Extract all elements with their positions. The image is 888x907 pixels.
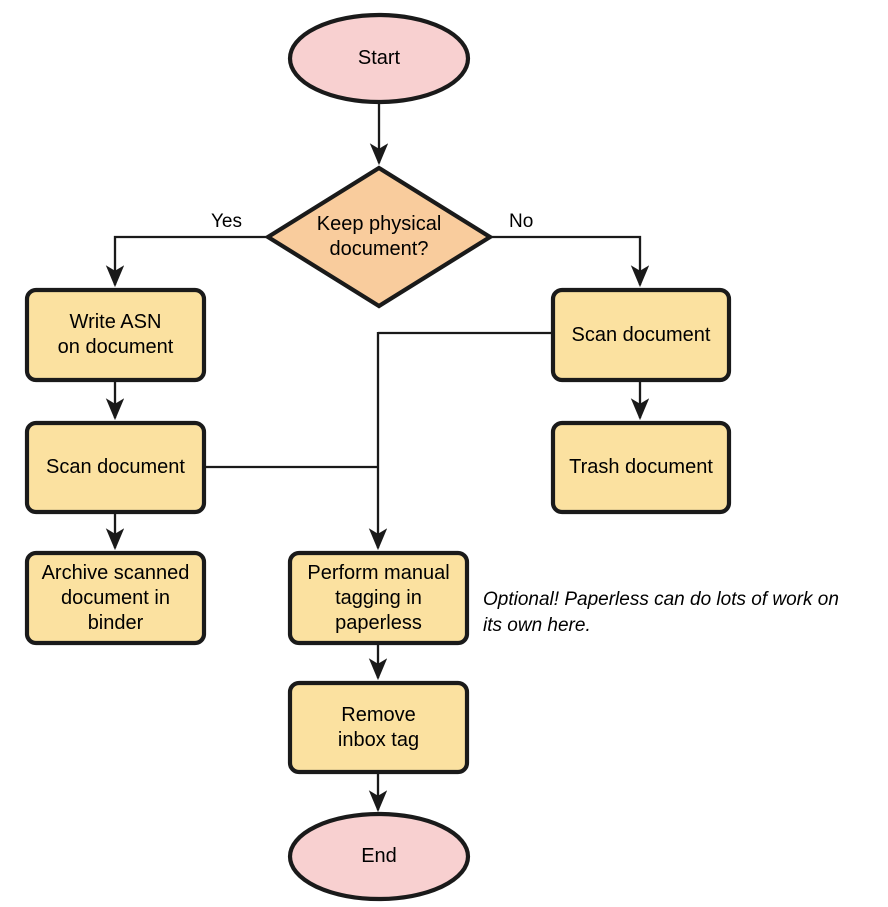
optional-note-text: Optional! Paperless can do lots of work … bbox=[483, 589, 839, 636]
node-decision-shape bbox=[264, 165, 494, 309]
node-write-asn-shape bbox=[24, 287, 207, 383]
node-manual-tagging-shape bbox=[287, 550, 470, 646]
node-remove-inbox-shape bbox=[287, 680, 470, 775]
edge-label-yes: Yes bbox=[211, 211, 242, 232]
edge-decision-yes-to-write-asn bbox=[105, 235, 267, 288]
node-start-shape bbox=[287, 12, 471, 105]
node-scan-left-shape bbox=[24, 420, 207, 515]
edge-decision-no-to-scan-right bbox=[491, 235, 650, 288]
node-scan-right-shape bbox=[550, 287, 732, 383]
edge-label-no: No bbox=[509, 211, 534, 232]
node-archive-binder-shape bbox=[24, 550, 207, 646]
node-trash-shape bbox=[550, 420, 732, 515]
node-end-shape bbox=[287, 811, 471, 902]
